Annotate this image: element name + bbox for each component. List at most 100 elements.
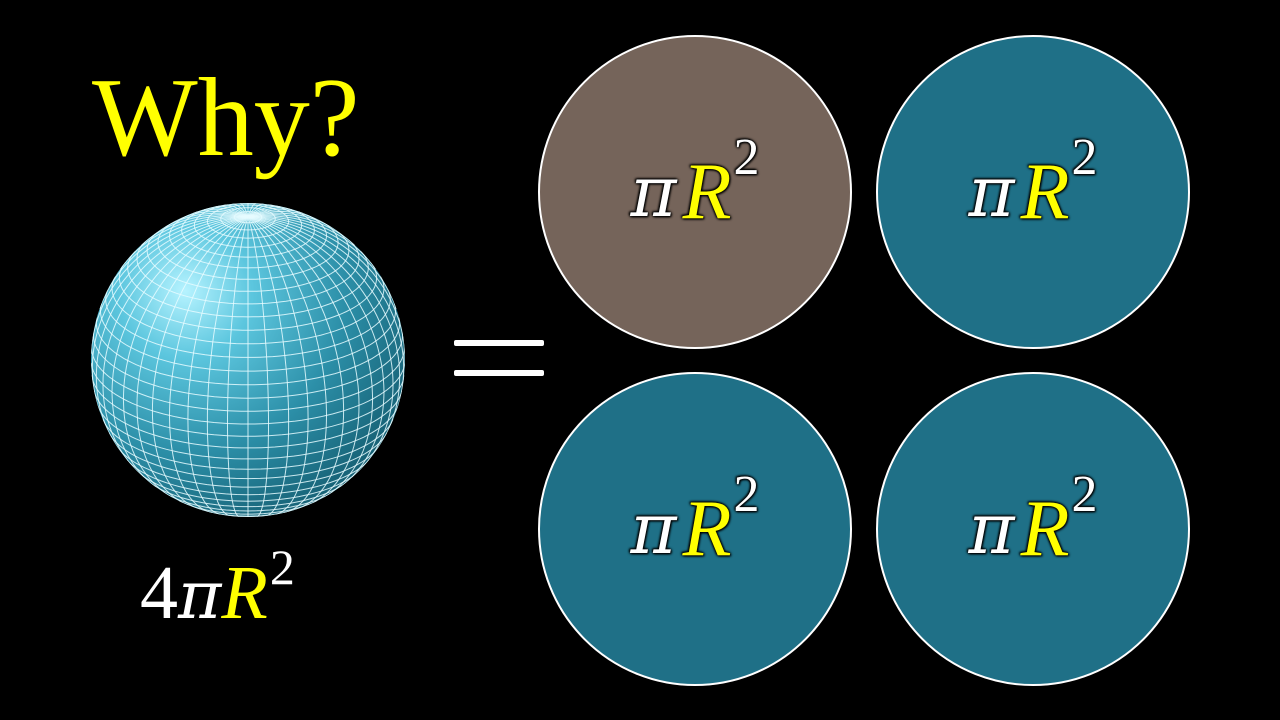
sphere-grid-line (136, 470, 249, 502)
sphere-grid-line (247, 215, 397, 310)
sphere-grid-line (247, 216, 360, 506)
sphere-grid-line (91, 362, 248, 425)
sphere-grid-line (247, 216, 345, 510)
sphere-grid-line (247, 459, 370, 496)
sphere-grid-line (247, 216, 385, 488)
disk-radius: R (1020, 148, 1070, 236)
sphere-grid-line (247, 491, 334, 512)
sphere-grid-line (203, 207, 249, 218)
sphere-grid-line (247, 216, 405, 406)
sphere-grid-line (247, 216, 309, 515)
sphere-grid-line (240, 203, 249, 217)
sphere-grid-line (247, 203, 264, 217)
sphere-grid-line (91, 375, 249, 437)
sphere-grid-line (222, 204, 249, 217)
why-title: Why? (92, 56, 360, 180)
sphere-grid-line (247, 276, 385, 345)
sphere-grid-line (227, 216, 249, 517)
sphere-grid-line (160, 212, 249, 231)
sphere-grid-line (105, 289, 248, 358)
sphere-grid-line (247, 207, 293, 218)
sphere-grid-line (99, 215, 249, 310)
sphere-grid-line (91, 216, 249, 406)
sphere-grid-line (248, 390, 403, 449)
sphere-grid-line (108, 432, 249, 480)
formula-radius: R (221, 551, 268, 635)
sphere-grid-line (136, 216, 249, 506)
sphere-grid-line (247, 209, 304, 218)
sphere-grid-line (136, 239, 248, 305)
sphere-grid-line (122, 216, 249, 498)
disk-exponent: 2 (1071, 129, 1098, 186)
sphere-grid-line (247, 470, 360, 502)
sphere-grid-line (247, 204, 274, 217)
sphere-grid-line (248, 302, 397, 372)
sphere-grid-line (187, 216, 249, 515)
sphere-grid-line (176, 210, 249, 221)
sphere-grid-line (95, 216, 249, 447)
sphere-grid-line (247, 215, 377, 270)
disk-pi: π (968, 151, 1015, 233)
sphere-grid (91, 203, 405, 517)
sphere-grid-line (168, 216, 249, 514)
sphere-grid-line (248, 239, 360, 305)
sphere-grid-line (247, 250, 369, 318)
sphere-grid-line (247, 210, 328, 269)
disk-exponent: 2 (1071, 466, 1098, 523)
sphere-grid-line (126, 459, 249, 496)
sphere-grid-line (214, 205, 249, 218)
sphere-grid-line (95, 317, 248, 386)
sphere-grid-line (247, 375, 405, 437)
sphere (88, 200, 408, 520)
equals-bar-bottom (454, 370, 544, 376)
disk-radius: R (1020, 485, 1070, 573)
sphere-grid-line (247, 205, 282, 218)
sphere-grid-line (247, 216, 401, 447)
disk-exponent: 2 (733, 129, 760, 186)
sphere-grid-line (247, 212, 336, 231)
disk-pi: π (968, 488, 1015, 570)
sphere-grid-line (162, 491, 249, 512)
sphere-area-formula: 4πR2 (140, 542, 295, 631)
sphere-grid-line (247, 216, 405, 361)
sphere-grid-line (168, 210, 249, 269)
sphere-grid-line (248, 317, 401, 386)
formula-coefficient: 4 (140, 551, 178, 635)
sphere-grid-line (247, 432, 388, 480)
disk-radius: R (682, 148, 732, 236)
sphere-graphic (91, 203, 405, 517)
sphere-grid-line (102, 216, 249, 472)
sphere-grid-line (247, 216, 394, 472)
sphere-grid-line (97, 405, 248, 460)
disk-radius: R (682, 485, 732, 573)
sphere-grid-line (99, 302, 248, 372)
disk-pi: π (630, 151, 677, 233)
sphere-grid-line (92, 332, 249, 399)
sphere-grid-line (248, 405, 399, 460)
sphere-grid-line (119, 215, 249, 270)
sphere-grid-line (247, 214, 356, 246)
sphere-grid-line (91, 216, 249, 354)
disk-pi: π (630, 488, 677, 570)
sphere-grid-line (232, 203, 249, 217)
sphere-grid-line (127, 250, 249, 318)
sphere-grid-line (192, 209, 249, 218)
sphere-grid-line (140, 214, 249, 246)
sphere-grid-line (206, 216, 249, 517)
disk-exponent: 2 (733, 466, 760, 523)
sphere-grid-line (248, 289, 391, 358)
sphere-grid-line (247, 216, 374, 498)
sphere-grid-line (247, 216, 328, 514)
sphere-grid-line (247, 332, 404, 399)
sphere-grid-line (247, 210, 320, 221)
sphere-grid-line (93, 390, 248, 449)
